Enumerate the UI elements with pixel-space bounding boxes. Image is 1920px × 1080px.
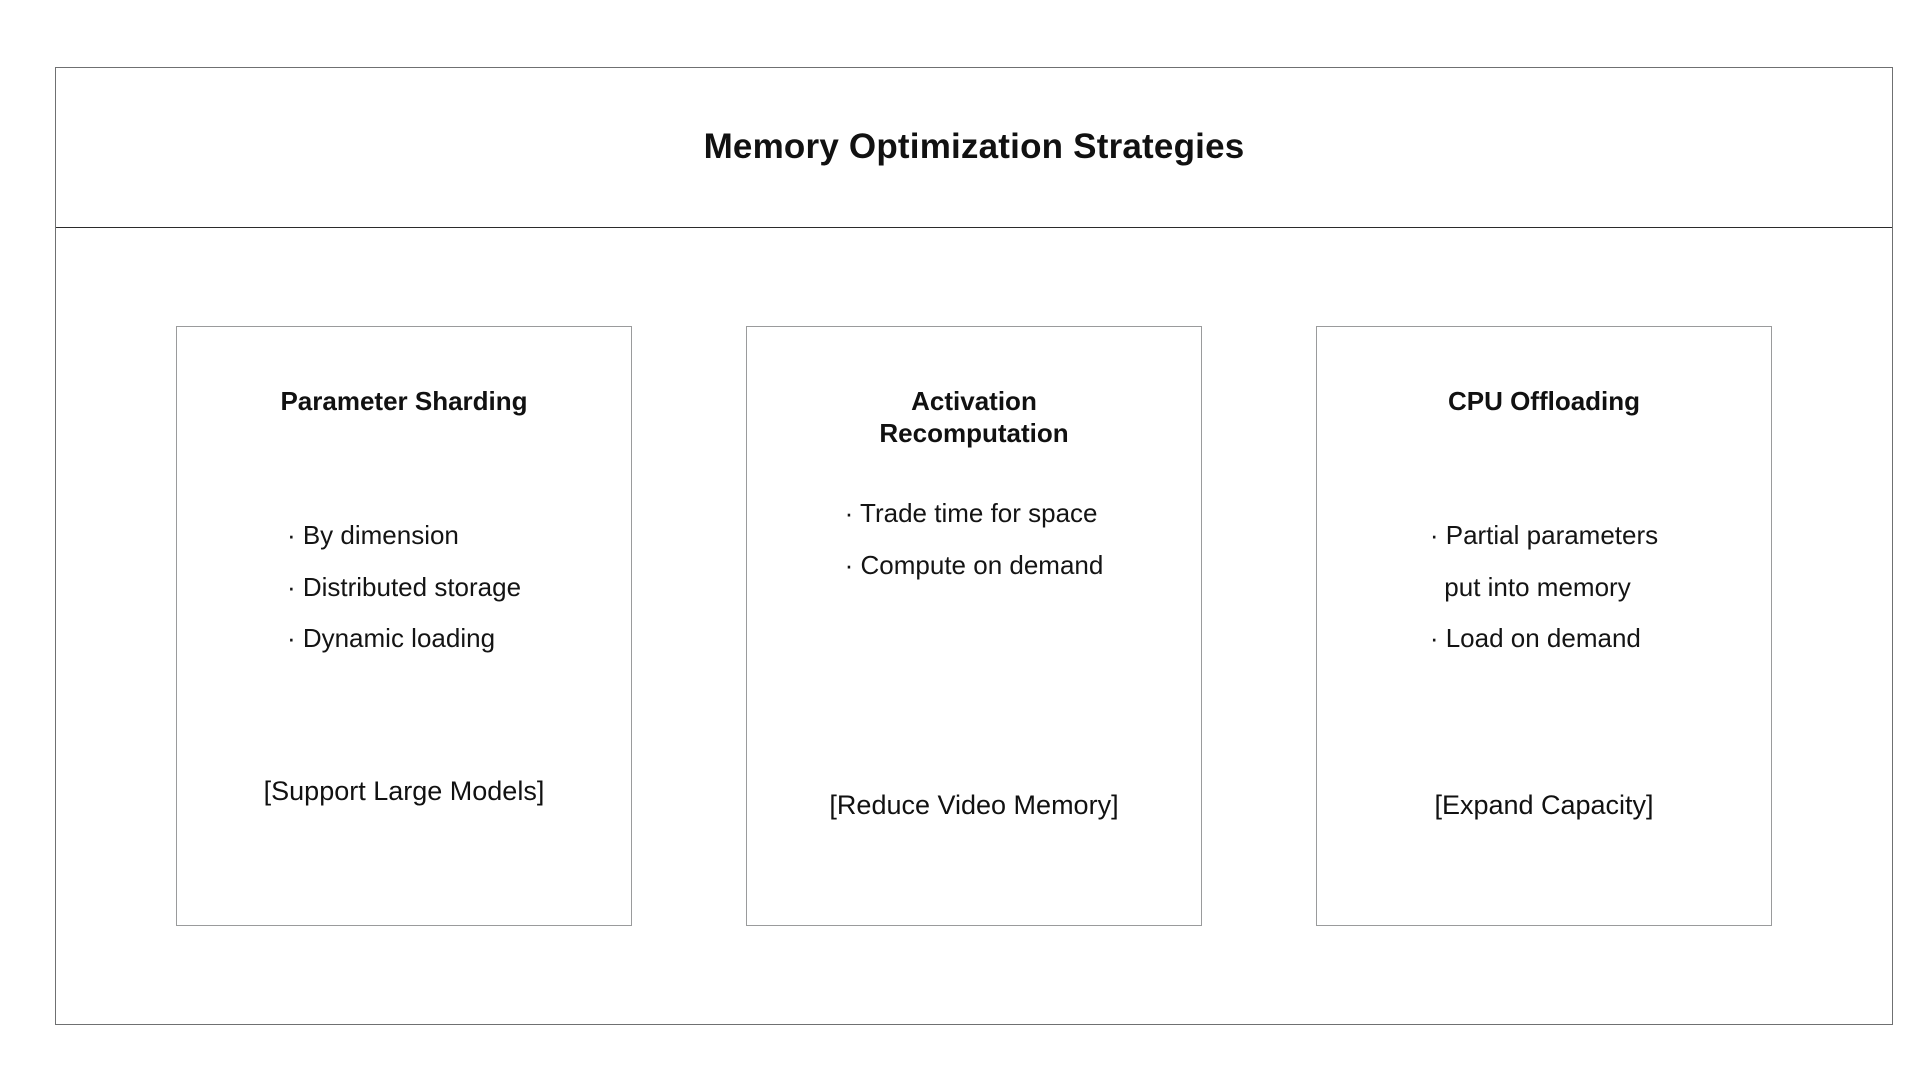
- list-item: · Load on demand: [1429, 623, 1641, 654]
- strategy-card-activation-recomputation[interactable]: Activation Recomputation · Trade time fo…: [746, 326, 1202, 926]
- list-item: · Distributed storage: [286, 571, 522, 602]
- list-item: · Compute on demand: [844, 549, 1104, 580]
- list-item: put into memory: [1429, 571, 1631, 602]
- card-outcome-label: [Reduce Video Memory]: [829, 789, 1119, 820]
- strategy-card-cpu-offloading[interactable]: CPU Offloading · Partial parameters put …: [1316, 326, 1772, 926]
- diagram-frame: Memory Optimization Strategies Parameter…: [55, 67, 1893, 1025]
- card-title: CPU Offloading: [1447, 386, 1641, 416]
- list-item: · Partial parameters: [1429, 520, 1659, 550]
- card-title: Activation Recomputation: [879, 386, 1069, 449]
- card-outcome-label: [Support Large Models]: [263, 775, 545, 806]
- list-item: · By dimension: [286, 520, 459, 550]
- card-bullet-list: · Partial parameters put into memory · L…: [1430, 513, 1658, 661]
- strategy-card-parameter-sharding[interactable]: Parameter Sharding · By dimension · Dist…: [176, 326, 632, 926]
- list-item: · Trade time for space: [844, 498, 1098, 528]
- card-outcome-label: [Expand Capacity]: [1434, 789, 1654, 820]
- page-title: Memory Optimization Strategies: [703, 127, 1245, 167]
- card-bullet-list: · By dimension · Distributed storage · D…: [287, 513, 521, 661]
- card-title: Parameter Sharding: [280, 386, 528, 416]
- diagram-title-band: Memory Optimization Strategies: [56, 68, 1892, 228]
- list-item: · Dynamic loading: [286, 623, 496, 654]
- card-bullet-list: · Trade time for space · Compute on dema…: [845, 491, 1104, 587]
- strategy-card-row: Parameter Sharding · By dimension · Dist…: [56, 228, 1892, 1024]
